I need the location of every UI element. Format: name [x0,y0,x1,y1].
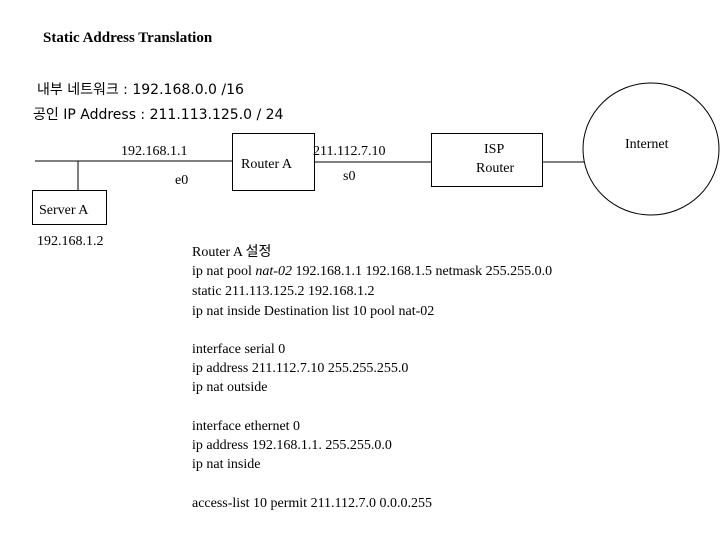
isp-label: ISP [484,142,505,157]
config-heading: Router A 설정 [192,245,272,260]
page-title: Static Address Translation [43,30,213,46]
ethernet-block-line: ip address 192.168.1.1. 255.255.0.0 [192,438,392,453]
internet-label: Internet [625,137,669,152]
server-a-label: Server A [39,203,89,218]
nat-pool-rest: 192.168.1.1 192.168.1.5 netmask 255.255.… [291,264,553,279]
config-nat-inside-line: ip nat inside Destination list 10 pool n… [192,304,435,319]
serial-block-line: ip nat outside [192,380,268,395]
config-static-line: static 211.113.125.2 192.168.1.2 [192,284,375,299]
internal-network-label: 내부 네트워크 : [37,82,128,98]
internal-network-line: 내부 네트워크 : 192.168.0.0 /16 [37,83,244,97]
s0-interface-label: s0 [343,169,356,184]
router-a-box [232,133,315,191]
nat-pool-name: nat-02 [255,264,292,279]
e0-interface-label: e0 [175,173,189,188]
public-ip-value: 211.113.125.0 / 24 [149,107,284,123]
isp-router-label: Router [476,161,515,176]
access-list-line: access-list 10 permit 211.112.7.0 0.0.0.… [192,496,433,511]
isp-router-box [431,133,543,187]
public-ip-line: 공인 IP Address : 211.113.125.0 / 24 [33,108,283,122]
server-ip-label: 192.168.1.2 [37,234,104,249]
router-a-label: Router A [241,157,292,172]
serial-block-line: interface serial 0 [192,342,286,357]
internal-network-value: 192.168.0.0 /16 [132,82,244,98]
lan-ip-label: 192.168.1.1 [121,144,188,159]
internet-cloud [582,82,720,216]
serial-ip-label: 211.112.7.10 [313,144,386,159]
public-ip-label: 공인 IP Address : [33,107,146,123]
ethernet-block-line: interface ethernet 0 [192,419,301,434]
server-a-box [32,190,107,225]
config-nat-pool-line: ip nat pool nat-02 192.168.1.1 192.168.1… [192,265,552,279]
serial-block-line: ip address 211.112.7.10 255.255.255.0 [192,361,409,376]
nat-pool-prefix: ip nat pool [192,264,256,279]
ethernet-block-line: ip nat inside [192,457,261,472]
